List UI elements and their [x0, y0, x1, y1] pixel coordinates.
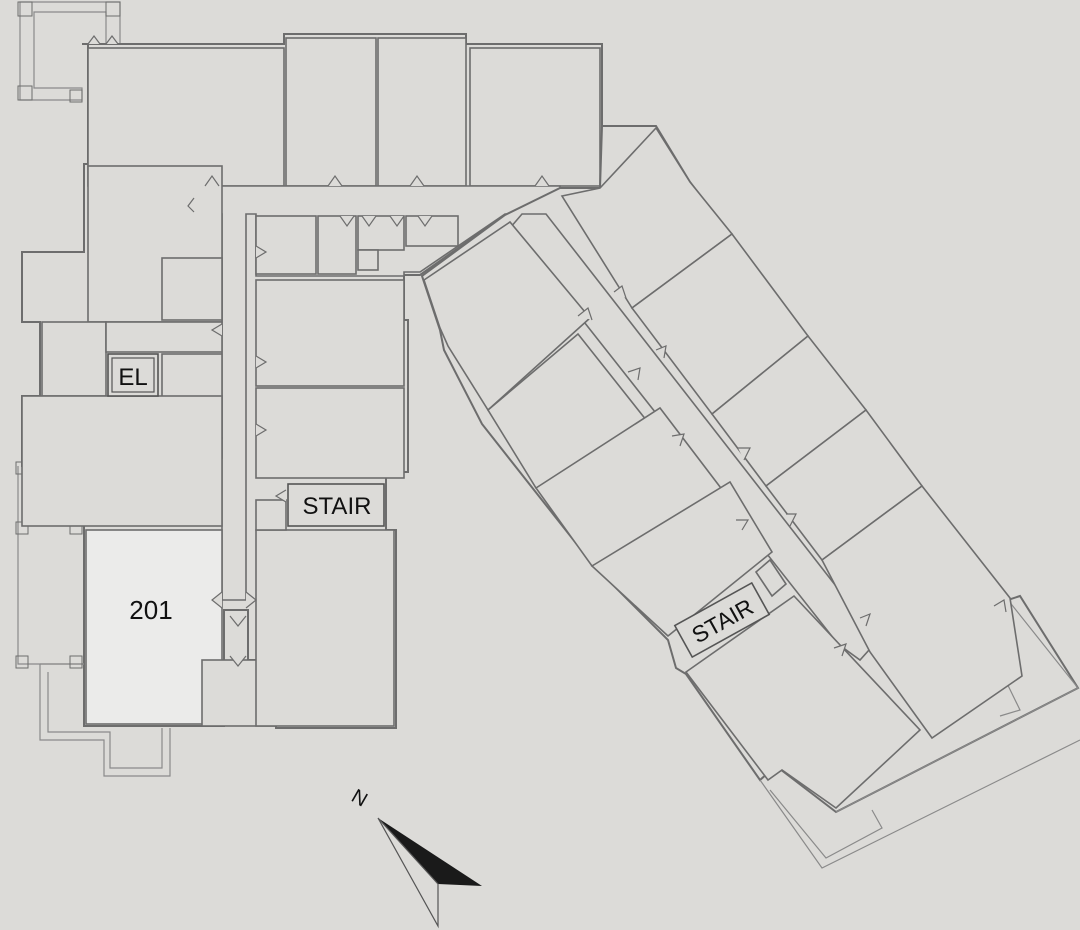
room [255, 387, 405, 479]
doors [87, 35, 550, 667]
room [21, 395, 223, 527]
doors [577, 285, 1007, 657]
room-201[interactable] [85, 529, 223, 725]
elevator-label: EL [118, 364, 147, 391]
deck-south-inner [47, 672, 163, 769]
room [590, 480, 774, 638]
west-wing: EL STAIR 201 [15, 1, 603, 777]
stair-east: STAIR [673, 581, 771, 659]
room [255, 529, 395, 727]
room-201-number: 201 [129, 595, 172, 625]
balcony-north [19, 1, 121, 101]
stair-west [287, 483, 385, 527]
deck-east-inner [769, 789, 883, 859]
balcony-post [105, 1, 121, 17]
balcony-post [17, 1, 33, 17]
room [41, 321, 107, 397]
room [255, 279, 405, 387]
north-arrow-light [377, 817, 439, 929]
room [684, 594, 922, 810]
deck-east-outer [759, 739, 1080, 869]
balcony-post [15, 655, 29, 669]
closet [255, 215, 317, 275]
north-arrow-dark [378, 818, 482, 886]
room [161, 257, 223, 321]
west-balcony [17, 466, 84, 665]
closet [317, 215, 357, 275]
balcony-post [69, 655, 83, 669]
room [377, 37, 467, 187]
balcony-post [69, 89, 83, 103]
stair-landing [754, 558, 788, 598]
balcony-post [17, 85, 33, 101]
deck-east [835, 599, 1079, 813]
elevator [107, 353, 159, 397]
closet [357, 249, 379, 271]
elevator-inner [111, 357, 155, 393]
stair-west-label: STAIR [303, 493, 372, 520]
room [820, 484, 1023, 740]
north-arrow: N [348, 785, 482, 929]
room [105, 321, 223, 353]
east-wing: STAIR [420, 125, 1080, 869]
closet [405, 215, 459, 247]
room [469, 47, 601, 187]
north-label: N [348, 785, 372, 811]
room [87, 47, 285, 187]
stair-landing [255, 499, 287, 531]
room [285, 37, 377, 187]
